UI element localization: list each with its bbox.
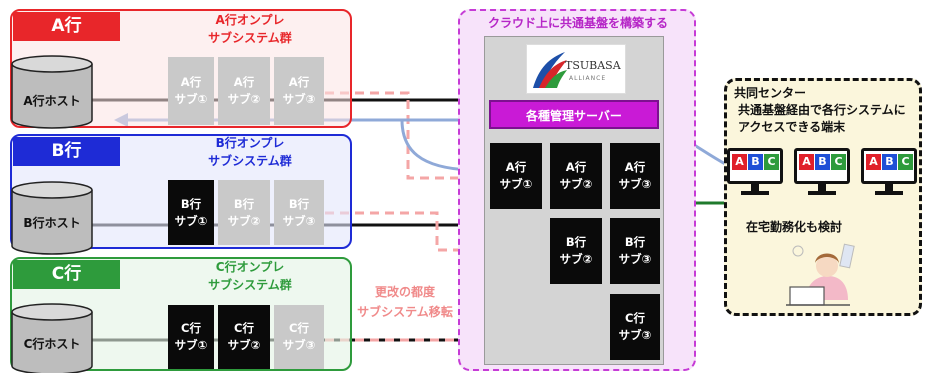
bank-b-sub-3: B行 サブ③	[274, 180, 324, 245]
cloud-sub-a2-line2: サブ②	[559, 177, 593, 191]
terminal-2-c: C	[831, 154, 846, 170]
cloud-sub-c3-line1: C行	[625, 311, 645, 325]
terminal-3-b: B	[882, 154, 897, 170]
tsubasa-logo: TSUBASA ALLIANCE	[526, 44, 626, 94]
logo-text: TSUBASA	[565, 59, 621, 72]
bank-b-sub-3-line1: B行	[288, 196, 310, 211]
migration-note-line1: 更改の都度	[374, 285, 435, 299]
bank-b-onprem-line2: サブシステム群	[208, 154, 292, 168]
bank-a-sub-2: A行 サブ②	[218, 57, 270, 125]
bank-a-sub-3-line2: サブ③	[282, 92, 316, 106]
cloud-sub-c3-line2: サブ③	[618, 328, 652, 342]
database-icon-c	[11, 303, 93, 373]
terminal-3-c: C	[898, 154, 913, 170]
migration-note: 更改の都度 サブシステム移転	[350, 282, 460, 322]
bank-c-tag: C行	[13, 260, 120, 289]
bank-c-sub-2: C行 サブ②	[218, 305, 270, 369]
cloud-sub-b2: B行 サブ②	[550, 218, 602, 284]
bank-b-sub-1-line1: B行	[180, 196, 202, 211]
bank-a-host-label: A行ホスト	[23, 94, 81, 108]
bank-b-sub-3-line2: サブ③	[282, 213, 316, 228]
cloud-sub-b3-line2: サブ③	[618, 252, 652, 266]
terminal-2-b: B	[815, 154, 830, 170]
migration-note-line2: サブシステム移転	[357, 305, 453, 319]
wing-icon	[533, 52, 567, 88]
cloud-sub-a3-line2: サブ③	[618, 177, 652, 191]
bank-c-sub-3-line2: サブ③	[282, 338, 316, 352]
bank-b-tag: B行	[13, 137, 120, 166]
center-desc-line2: アクセスできる端末	[738, 120, 846, 134]
bank-c-sub-2-line2: サブ②	[227, 338, 261, 352]
remote-work-note: 在宅勤務化も検討	[746, 220, 843, 234]
terminal-monitor-3: A B C	[861, 148, 917, 196]
terminal-monitor-2: A B C	[794, 148, 850, 196]
bank-b-host-label: B行ホスト	[23, 216, 81, 230]
cloud-sub-a1-line1: A行	[505, 160, 527, 174]
bank-a-onprem-title: A行オンプレ サブシステム群	[190, 11, 310, 47]
database-icon-a	[11, 55, 93, 129]
center-title: 共同センター	[734, 86, 807, 100]
center-desc: 共通基盤経由で各行システムに アクセスできる端末	[738, 102, 918, 136]
terminal-1-c: C	[764, 154, 779, 170]
bank-c-sub-3-line1: C行	[289, 321, 309, 335]
bank-c-onprem-line1: C行オンプレ	[215, 260, 285, 274]
center-desc-line1: 共通基盤経由で各行システムに	[738, 103, 906, 117]
cloud-sub-a2: A行 サブ②	[550, 143, 602, 209]
bank-b-onprem-title: B行オンプレ サブシステム群	[190, 134, 310, 170]
cloud-title: クラウド上に共通基盤を構築する	[487, 16, 668, 30]
bank-b-sub-2: B行 サブ②	[218, 180, 270, 245]
bank-b-onprem-line1: B行オンプレ	[215, 136, 285, 150]
joint-center-panel	[724, 78, 922, 316]
bank-a-sub-2-line1: A行	[233, 75, 255, 89]
terminal-1-a: A	[732, 154, 747, 170]
management-server: 各種管理サーバー	[489, 100, 659, 129]
terminal-monitor-1: A B C	[727, 148, 783, 196]
bank-c-sub-1: C行 サブ①	[168, 305, 214, 369]
bank-c-onprem-line2: サブシステム群	[208, 278, 292, 292]
bank-a-sub-1-line2: サブ①	[174, 92, 208, 106]
terminal-2-a: A	[799, 154, 814, 170]
cloud-sub-b2-line2: サブ②	[559, 252, 593, 266]
bank-b-sub-2-line2: サブ②	[227, 213, 261, 228]
bank-c-sub-3: C行 サブ③	[274, 305, 324, 369]
bank-b-sub-2-line1: B行	[233, 196, 255, 211]
bank-a-sub-3-line1: A行	[288, 75, 310, 89]
terminal-1-b: B	[748, 154, 763, 170]
cloud-sub-a3-line1: A行	[624, 160, 646, 174]
cloud-sub-b3-line1: B行	[624, 235, 646, 249]
bank-a-tag: A行	[13, 12, 120, 41]
cloud-sub-b2-line1: B行	[565, 235, 587, 249]
logo-subtext: ALLIANCE	[569, 75, 607, 82]
cloud-sub-a2-line1: A行	[565, 160, 587, 174]
bank-b-sub-1-line2: サブ①	[174, 213, 208, 228]
bank-c-sub-2-line1: C行	[234, 321, 254, 335]
bank-c-sub-1-line1: C行	[181, 321, 201, 335]
bank-c-sub-1-line2: サブ①	[174, 338, 208, 352]
bank-a-sub-2-line2: サブ②	[227, 92, 261, 106]
bank-c-host-label: C行ホスト	[23, 337, 81, 351]
bank-b-sub-1: B行 サブ①	[168, 180, 214, 245]
bank-a-sub-1: A行 サブ①	[168, 57, 214, 125]
cloud-sub-a1-line2: サブ①	[499, 177, 533, 191]
database-icon-b	[11, 181, 93, 255]
bank-a-onprem-line1: A行オンプレ	[215, 13, 285, 27]
cloud-sub-c3: C行 サブ③	[610, 294, 660, 360]
terminal-3-a: A	[866, 154, 881, 170]
bank-a-sub-1-line1: A行	[180, 75, 202, 89]
bank-c-onprem-title: C行オンプレ サブシステム群	[190, 258, 310, 294]
cloud-sub-b3: B行 サブ③	[610, 218, 660, 284]
bank-a-sub-3: A行 サブ③	[274, 57, 324, 125]
cloud-sub-a3: A行 サブ③	[610, 143, 660, 209]
cloud-sub-a1: A行 サブ①	[490, 143, 542, 209]
bank-a-onprem-line2: サブシステム群	[208, 31, 292, 45]
